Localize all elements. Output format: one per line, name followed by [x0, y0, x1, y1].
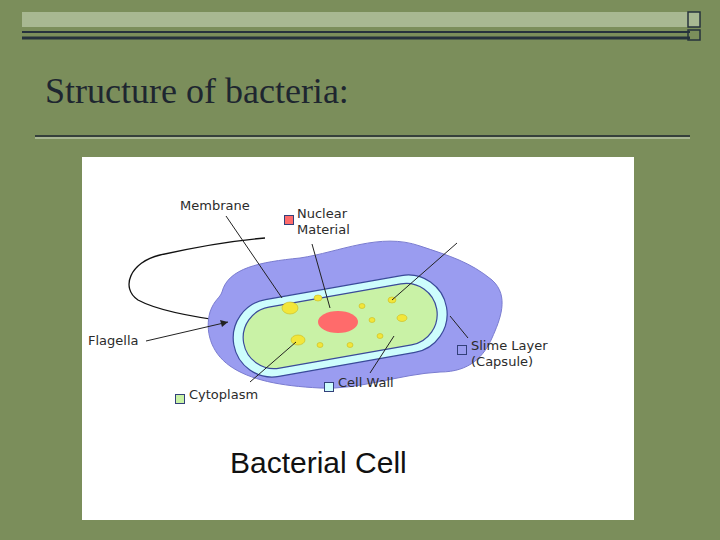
header-line	[22, 37, 690, 40]
header-line	[22, 31, 690, 33]
legend-label: Nuclear Material	[297, 206, 375, 238]
figure-caption: Bacterial Cell	[230, 446, 407, 480]
legend-label: Slime Layer (Capsule)	[471, 338, 571, 370]
image-panel	[82, 157, 634, 520]
title-rule	[35, 135, 690, 137]
legend-swatch	[324, 382, 334, 392]
legend-label: Cytoplasm	[189, 387, 258, 403]
title-rule	[35, 138, 690, 139]
arrowhead	[220, 320, 228, 327]
legend-swatch	[284, 215, 294, 225]
leader-lines	[146, 216, 468, 382]
cytoplasm	[238, 278, 442, 373]
capsule	[208, 241, 502, 388]
part-label: Membrane	[180, 198, 250, 214]
part-label: Flagella	[88, 333, 139, 349]
header-bar	[22, 12, 690, 27]
cell-wall	[227, 269, 453, 383]
legend-swatch	[457, 345, 467, 355]
nucleoid	[318, 311, 358, 333]
legend-label: Cell Wall	[338, 375, 394, 391]
legend-swatch	[175, 394, 185, 404]
header-square	[688, 12, 700, 27]
header-square	[688, 30, 700, 40]
granules	[282, 295, 407, 348]
slide-title: Structure of bacteria:	[45, 70, 349, 112]
